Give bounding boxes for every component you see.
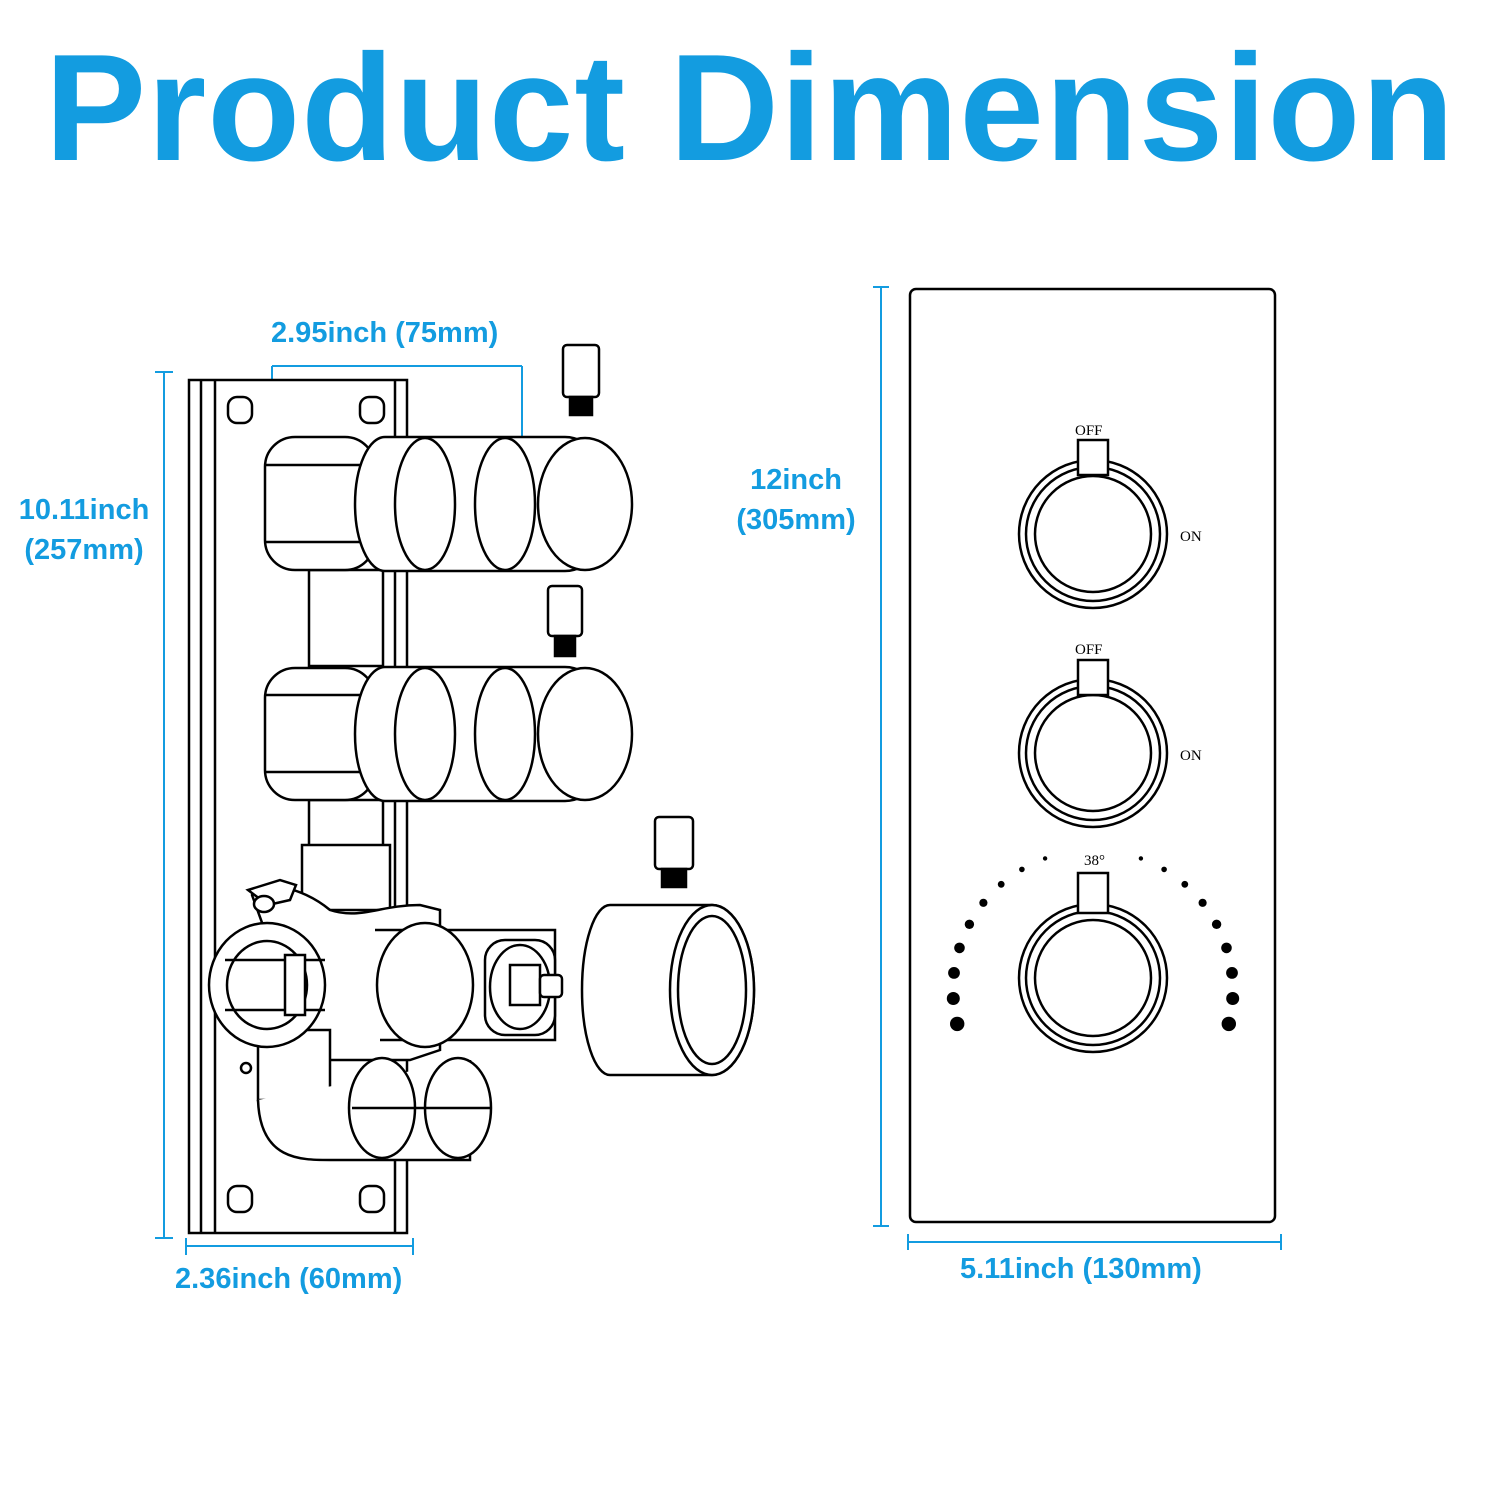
panel-width-line <box>907 1234 1282 1250</box>
mount-hole <box>358 1184 386 1214</box>
mount-hole <box>226 1184 254 1214</box>
knob1-off-label: OFF <box>1075 423 1103 439</box>
valve-top-width-label: 2.95inch (75mm) <box>271 317 499 349</box>
scale-dot <box>950 1016 965 1032</box>
scale-dot <box>948 967 960 979</box>
valve-height-line <box>155 371 173 1239</box>
panel-plate <box>908 287 1277 1224</box>
thermostatic-body <box>207 878 564 1162</box>
scale-dot <box>1138 856 1144 861</box>
scale-dot <box>946 992 960 1005</box>
valve-height-inch: 10.11inch <box>18 494 150 526</box>
page-title: Product Dimension <box>44 23 1456 193</box>
panel-height-line <box>873 286 889 1227</box>
scale-dot <box>1221 1016 1237 1032</box>
knob1-on-label: ON <box>1180 529 1202 545</box>
panel-height-inch: 12inch <box>750 464 842 496</box>
center-pipe <box>307 798 385 852</box>
cover-panel <box>908 287 1277 1224</box>
valve-body <box>187 343 756 1235</box>
knob2-on-label: ON <box>1180 748 1202 764</box>
on-off-knob-1 <box>1017 438 1169 610</box>
mount-hole <box>226 395 254 425</box>
mount-hole <box>358 395 386 425</box>
panel-height-label: 12inch (305mm) <box>716 460 876 540</box>
scale-dot <box>997 880 1005 888</box>
scale-dot <box>1221 942 1232 954</box>
scale-dot <box>954 942 965 954</box>
knob2-off-label: OFF <box>1075 642 1103 658</box>
middle-cartridge <box>263 665 634 803</box>
knob3-temp-label: 38° <box>1084 853 1105 869</box>
thermostatic-knob <box>580 903 756 1077</box>
set-screw <box>546 584 584 658</box>
scale-dot <box>964 919 975 929</box>
valve-height-mm: (257mm) <box>24 534 144 566</box>
panel-width-label: 5.11inch (130mm) <box>960 1253 1202 1285</box>
scale-dot <box>979 898 988 907</box>
scale-dot <box>1211 919 1222 929</box>
valve-height-label: 10.11inch (257mm) <box>4 490 164 570</box>
scale-dot <box>1226 992 1240 1005</box>
dimension-lines <box>155 286 1282 1255</box>
top-cartridge <box>263 435 634 573</box>
center-pipe <box>307 568 385 668</box>
scale-dot <box>1042 856 1048 861</box>
scale-dot <box>1019 866 1025 873</box>
scale-dot <box>1226 967 1238 979</box>
scale-dot <box>1181 880 1189 888</box>
set-screw <box>561 343 601 417</box>
temperature-scale-dots <box>946 856 1240 1032</box>
temperature-knob <box>1017 871 1169 1054</box>
valve-bottom-width-label: 2.36inch (60mm) <box>175 1263 403 1295</box>
scale-dot <box>1161 866 1167 873</box>
panel-height-mm: (305mm) <box>736 504 856 536</box>
set-screw <box>653 815 695 889</box>
valve-bottom-width-line <box>185 1238 414 1255</box>
on-off-knob-2 <box>1017 658 1169 829</box>
scale-dot <box>1198 898 1207 907</box>
